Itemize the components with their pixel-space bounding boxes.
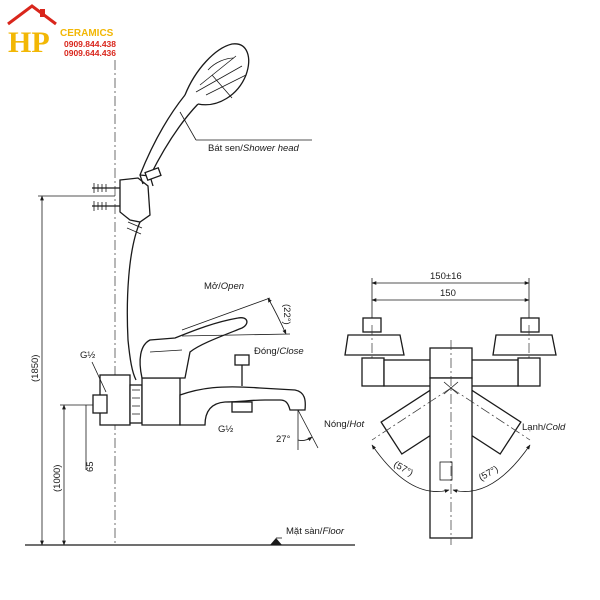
spout-angle-label: 27° (276, 434, 291, 445)
logo-brand: CERAMICS (60, 28, 114, 39)
close-label: Đóng/Close (254, 346, 304, 357)
cold-inlet-nut (520, 317, 540, 333)
cold-connector (517, 357, 541, 387)
center-dim-tol-label: 150±16 (430, 271, 462, 282)
shower-head-label: Bát sen/Shower head (208, 143, 300, 154)
shower-holder (119, 177, 151, 223)
hot-label: Nóng/Hot (324, 419, 365, 430)
house-icon (7, 4, 57, 26)
mixer-body (141, 377, 181, 426)
inlet-leader (91, 361, 107, 393)
height-dim-label: (1850) (30, 355, 41, 382)
cold-axis (450, 387, 531, 441)
hot-axis (371, 387, 452, 441)
chimney-shape (40, 9, 45, 17)
floor-label: Mặt sàn/Floor (286, 526, 345, 537)
wall-screws (92, 183, 120, 211)
shower-outlet (231, 401, 253, 413)
projection-dim-label: 65 (85, 461, 96, 472)
logo-mark: HP (8, 26, 50, 59)
bath-spout (179, 386, 306, 426)
inlet-thread-label: G½ (80, 350, 95, 361)
cold-eccentric (492, 334, 557, 356)
lever-angle-label: (22°) (281, 304, 292, 325)
shower-head (139, 43, 250, 187)
brand-logo: HP CERAMICS 0909.844.438 0909.644.436 (7, 4, 116, 59)
mixer-handle (139, 317, 248, 379)
shower-hose (126, 221, 141, 381)
outlet-thread-label: G½ (218, 424, 233, 435)
floor-marker-icon (270, 538, 282, 545)
cold-label: Lạnh/Cold (522, 422, 566, 433)
inlet-dim-label: (1000) (52, 465, 63, 492)
body-nut (129, 384, 143, 424)
hot-eccentric (344, 334, 405, 356)
diverter-knob (234, 354, 250, 366)
hot-connector (361, 357, 385, 387)
spout-angle-line (297, 409, 319, 449)
logo-phone-2: 0909.644.436 (64, 48, 116, 58)
center-dim-label: 150 (440, 288, 456, 299)
hot-angle-label: (57°) (392, 459, 415, 479)
front-view: 150±16 150 (57°) (57°) Nóng/Hot (324, 271, 566, 545)
cold-angle-arc (452, 444, 531, 493)
hot-angle-arc (371, 444, 450, 493)
lever-open-line (181, 297, 271, 331)
inlet-fitting (92, 394, 108, 414)
spout-angle-arc (297, 436, 313, 442)
hose-ribs (126, 221, 143, 235)
open-label: Mở/Open (204, 281, 244, 292)
side-view: (1850) (1000) 65 Mặt sàn/Floor (25, 43, 355, 546)
shower-head-leader (179, 111, 197, 141)
logo-phone-1: 0909.844.438 (64, 39, 116, 49)
lever-angle-arc (267, 297, 287, 335)
